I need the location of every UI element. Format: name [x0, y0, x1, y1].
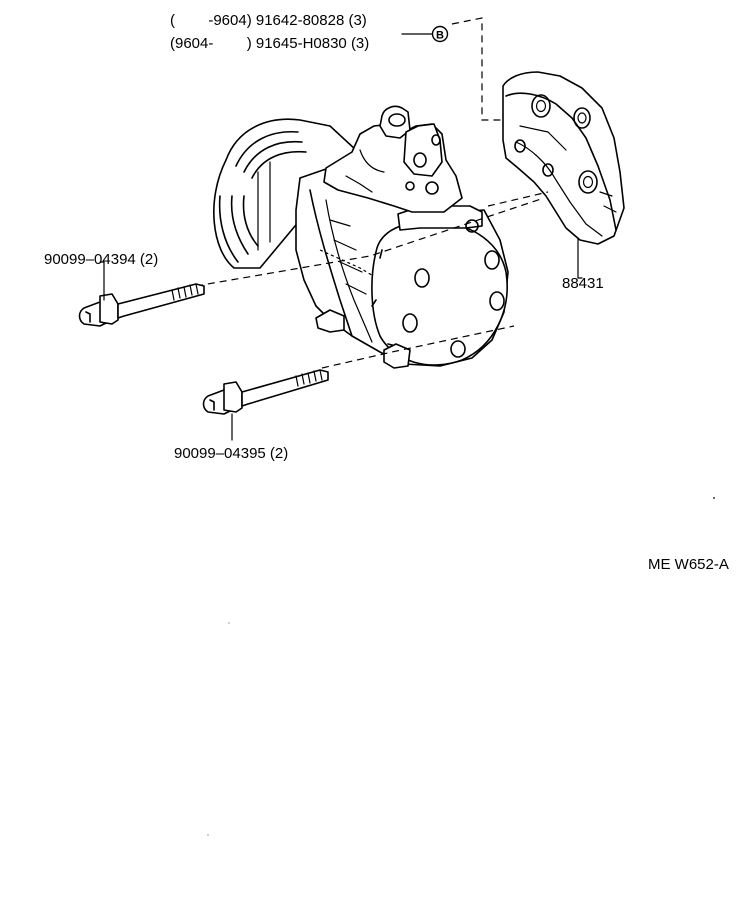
nut-symbol-icon: B [431, 25, 449, 43]
ac-compressor [213, 105, 509, 369]
nut-part-line-1: ( -9604) 91642-80828 (3) [170, 12, 367, 29]
lower-mount-ear-right [383, 343, 411, 369]
compressor-top-fitting [323, 105, 463, 213]
nut-part-line-2: (9604- ) 91645-H0830 (3) [170, 35, 369, 52]
bracket-leader-line [577, 237, 583, 279]
upper-bolt: 90099–04394 (2) [44, 251, 205, 327]
scan-speck [713, 497, 715, 499]
lower-bolt: 90099–04395 (2) [174, 369, 329, 462]
alignment-lines [195, 191, 549, 369]
bracket-part-number: 88431 [562, 275, 604, 292]
upper-bolt-leader [99, 261, 105, 301]
upper-bolt-part-number: 90099–04394 (2) [44, 251, 158, 268]
nut-symbol-letter: B [436, 30, 444, 42]
lower-bolt-part-number: 90099–04395 (2) [174, 445, 288, 462]
scan-speck [228, 622, 230, 624]
mounting-bracket: 88431 [502, 71, 625, 292]
nut-dashed-leader [451, 17, 508, 121]
lower-mount-ear-left [315, 309, 345, 333]
scan-speck [207, 834, 209, 836]
nut-callout: ( -9604) 91642-80828 (3) (9604- ) 91645-… [170, 12, 508, 121]
diagram-code: ME W652-A [648, 556, 729, 573]
